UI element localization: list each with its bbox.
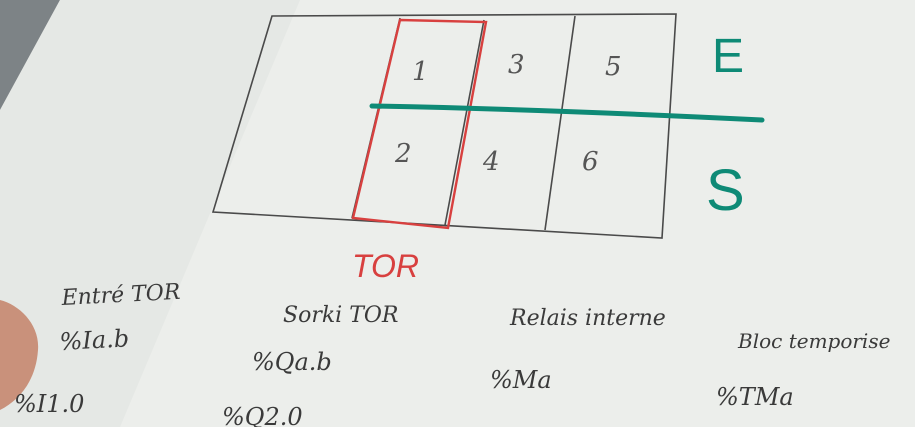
col4-line1: %TMa: [716, 383, 794, 411]
tor-label: TOR: [352, 248, 419, 284]
col2-title: Sorki TOR: [283, 303, 398, 328]
entry-output-divider: [369, 103, 765, 123]
col2-line1: %Qa.b: [252, 348, 332, 376]
entries-label: E: [712, 30, 744, 83]
col2-line2: %Q2.0: [222, 403, 303, 427]
cell-4: 4: [482, 147, 500, 177]
col3-title: Relais interne: [509, 306, 666, 331]
cell-2: 2: [394, 139, 412, 169]
col1-line2: %I1.0: [14, 390, 84, 418]
outputs-label: S: [706, 158, 745, 223]
cell-5: 5: [605, 52, 622, 82]
paper-shading: [0, 0, 300, 427]
col4-title: Bloc temporise: [737, 329, 890, 353]
col3-line1: %Ma: [490, 366, 552, 394]
hand: [0, 300, 39, 410]
cell-6: 6: [582, 147, 599, 177]
col1-line1: %Ia.b: [59, 324, 130, 356]
cell-1: 1: [412, 57, 429, 87]
cell-3: 3: [508, 50, 525, 80]
tor-column-box: [351, 18, 488, 230]
